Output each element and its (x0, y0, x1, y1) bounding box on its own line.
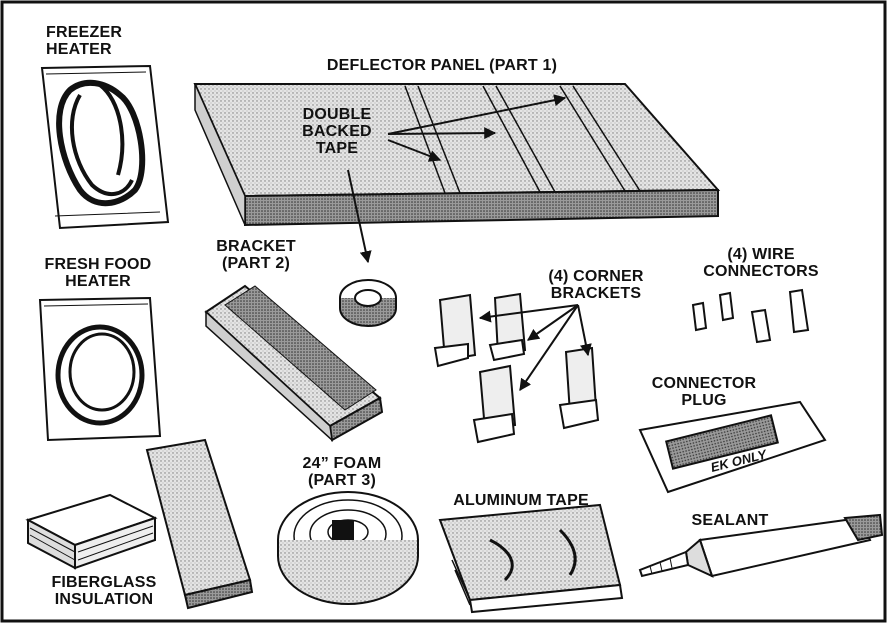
foam-line-2: (PART 3) (308, 472, 376, 489)
connector-plug-line-2: PLUG (681, 392, 727, 409)
wire-connectors-label: (4) WIRE CONNECTORS (698, 246, 824, 280)
fresh-food-heater-line-1: FRESH FOOD (44, 256, 152, 273)
freezer-heater-line-2: HEATER (46, 41, 112, 58)
bracket-part-2-label: BRACKET (PART 2) (204, 238, 308, 272)
double-backed-tape-line-2: BACKED (302, 123, 372, 140)
sealant-label: SEALANT (691, 512, 769, 529)
double-backed-tape-label: DOUBLE BACKED TAPE (296, 106, 378, 157)
deflector-panel-label: DEFLECTOR PANEL (PART 1) (326, 57, 558, 74)
fresh-food-heater-line-2: HEATER (65, 273, 131, 290)
fresh-food-heater-illustration (38, 296, 162, 442)
fiberglass-insulation-label: FIBERGLASS INSULATION (34, 574, 174, 608)
fiberglass-insulation-illustration (25, 438, 254, 610)
foam-label: 24” FOAM (PART 3) (286, 455, 398, 489)
wire-connectors-line-1: (4) WIRE (727, 246, 795, 263)
corner-brackets-illustration (433, 292, 600, 444)
wire-connectors-line-2: CONNECTORS (703, 263, 819, 280)
fiberglass-line-2: INSULATION (54, 591, 154, 608)
bracket-line-2: (PART 2) (222, 255, 290, 272)
fiberglass-line-1: FIBERGLASS (51, 574, 157, 591)
fresh-food-heater-label: FRESH FOOD HEATER (34, 256, 162, 290)
corner-brackets-line-2: BRACKETS (550, 285, 642, 302)
corner-brackets-label: (4) CORNER BRACKETS (534, 268, 658, 302)
aluminum-tape-label: ALUMINUM TAPE (453, 492, 589, 509)
freezer-heater-illustration (40, 64, 170, 230)
foam-line-1: 24” FOAM (302, 455, 382, 472)
freezer-heater-line-1: FREEZER (46, 24, 123, 41)
freezer-heater-label: FREEZER HEATER (46, 24, 123, 58)
corner-brackets-line-1: (4) CORNER (548, 268, 644, 285)
aluminum-tape-illustration (438, 503, 624, 614)
bracket-line-1: BRACKET (216, 238, 296, 255)
deflector-panel-illustration (193, 83, 721, 264)
connector-plug-line-1: CONNECTOR (651, 375, 757, 392)
double-backed-tape-roll-illustration (339, 279, 397, 327)
double-backed-tape-line-1: DOUBLE (302, 106, 372, 123)
bracket-part-2-illustration (204, 284, 384, 442)
foam-roll-illustration (277, 491, 419, 605)
connector-plug-illustration: EK ONLY (638, 400, 827, 494)
sealant-tube-illustration (638, 513, 884, 578)
double-backed-tape-line-3: TAPE (315, 140, 359, 157)
wire-connectors-illustration (691, 288, 810, 344)
connector-plug-label: CONNECTOR PLUG (634, 375, 774, 409)
